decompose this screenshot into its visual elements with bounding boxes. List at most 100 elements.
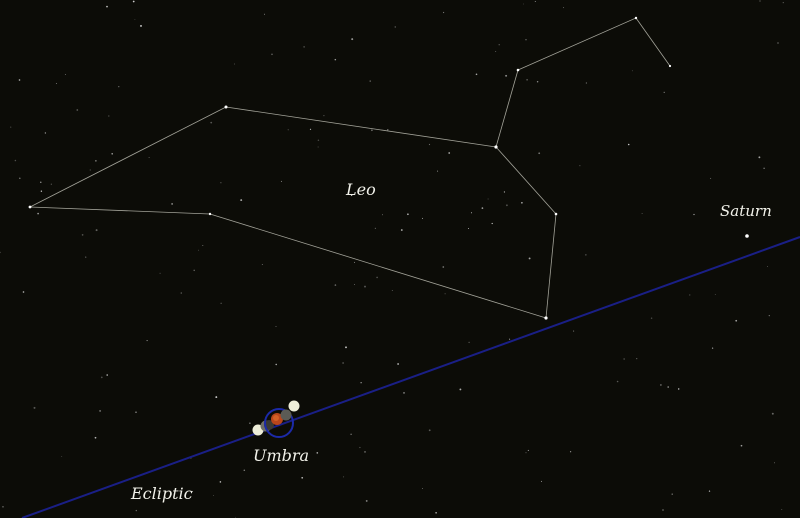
leo-star <box>554 212 558 216</box>
leo-line <box>29 106 227 208</box>
background-star <box>506 204 508 207</box>
background-star <box>468 341 470 344</box>
background-star <box>781 508 783 511</box>
background-star <box>180 292 183 294</box>
background-star <box>708 490 711 492</box>
background-star <box>527 449 529 451</box>
umbra-outline <box>264 408 294 438</box>
background-star <box>623 358 625 360</box>
background-star <box>677 388 680 390</box>
leo-star <box>668 64 672 68</box>
background-star <box>710 177 712 179</box>
background-star <box>100 376 103 379</box>
background-star <box>376 276 378 279</box>
background-star <box>233 63 235 65</box>
background-star <box>759 0 761 2</box>
background-star <box>523 3 524 5</box>
background-star <box>573 330 575 332</box>
background-star <box>763 167 765 169</box>
background-star <box>317 146 319 148</box>
background-star <box>22 291 25 293</box>
background-star <box>525 452 527 454</box>
ecliptic-label: Ecliptic <box>131 484 193 503</box>
background-star <box>351 38 354 41</box>
background-star <box>369 80 371 82</box>
background-star <box>671 493 673 495</box>
background-star <box>387 129 389 131</box>
leo-line <box>635 17 671 67</box>
background-star <box>777 42 779 44</box>
background-star <box>243 469 246 471</box>
leo-star <box>28 205 32 209</box>
eclipsed-moon-glow <box>273 415 279 421</box>
background-star <box>689 294 691 296</box>
background-star <box>505 74 508 77</box>
background-star <box>475 73 478 76</box>
background-star <box>528 257 531 260</box>
background-star <box>503 191 505 193</box>
background-star <box>316 452 319 454</box>
background-star <box>40 190 43 192</box>
leo-star <box>224 105 228 109</box>
background-star <box>108 115 110 117</box>
background-star <box>37 212 39 215</box>
background-star <box>525 39 527 41</box>
background-star <box>40 181 42 183</box>
background-star <box>94 436 97 439</box>
background-star <box>428 143 431 146</box>
background-star <box>140 24 142 27</box>
background-star <box>364 285 366 288</box>
background-star <box>487 198 489 200</box>
background-star <box>106 374 108 376</box>
background-star <box>261 263 263 265</box>
background-star <box>371 129 373 132</box>
background-star <box>534 0 536 3</box>
background-star <box>693 213 695 216</box>
background-star <box>448 152 451 154</box>
background-star <box>771 412 774 415</box>
background-star <box>468 228 470 229</box>
background-star <box>735 319 738 322</box>
background-star <box>191 490 193 492</box>
background-star <box>509 338 511 340</box>
background-star <box>391 290 393 291</box>
background-star <box>498 44 500 46</box>
background-star <box>271 53 273 56</box>
background-star <box>782 2 784 4</box>
moon-partial-exit <box>280 409 292 421</box>
background-star <box>345 346 347 349</box>
background-star <box>33 406 36 409</box>
background-star <box>215 396 218 399</box>
background-star <box>135 411 137 414</box>
background-star <box>146 340 148 342</box>
background-star <box>773 462 776 464</box>
background-star <box>219 481 222 483</box>
background-star <box>220 182 222 184</box>
leo-line <box>29 206 211 215</box>
background-star <box>563 7 565 9</box>
background-star <box>303 46 305 48</box>
background-star <box>538 152 541 155</box>
background-star <box>240 199 243 202</box>
background-star <box>334 284 337 286</box>
background-star <box>354 261 356 263</box>
background-star <box>354 284 355 286</box>
background-star <box>459 388 462 391</box>
background-star <box>220 302 222 304</box>
background-star <box>89 169 91 171</box>
background-star <box>309 128 312 130</box>
background-star <box>428 429 431 432</box>
background-star <box>148 157 150 158</box>
background-star <box>95 160 97 162</box>
background-star <box>275 326 277 328</box>
background-star <box>210 121 213 124</box>
saturn-planet <box>745 234 749 238</box>
background-star <box>134 18 136 20</box>
background-star <box>437 170 439 172</box>
background-star <box>579 165 581 167</box>
background-star <box>301 476 304 479</box>
leo-star <box>494 145 498 149</box>
background-star <box>264 13 265 15</box>
